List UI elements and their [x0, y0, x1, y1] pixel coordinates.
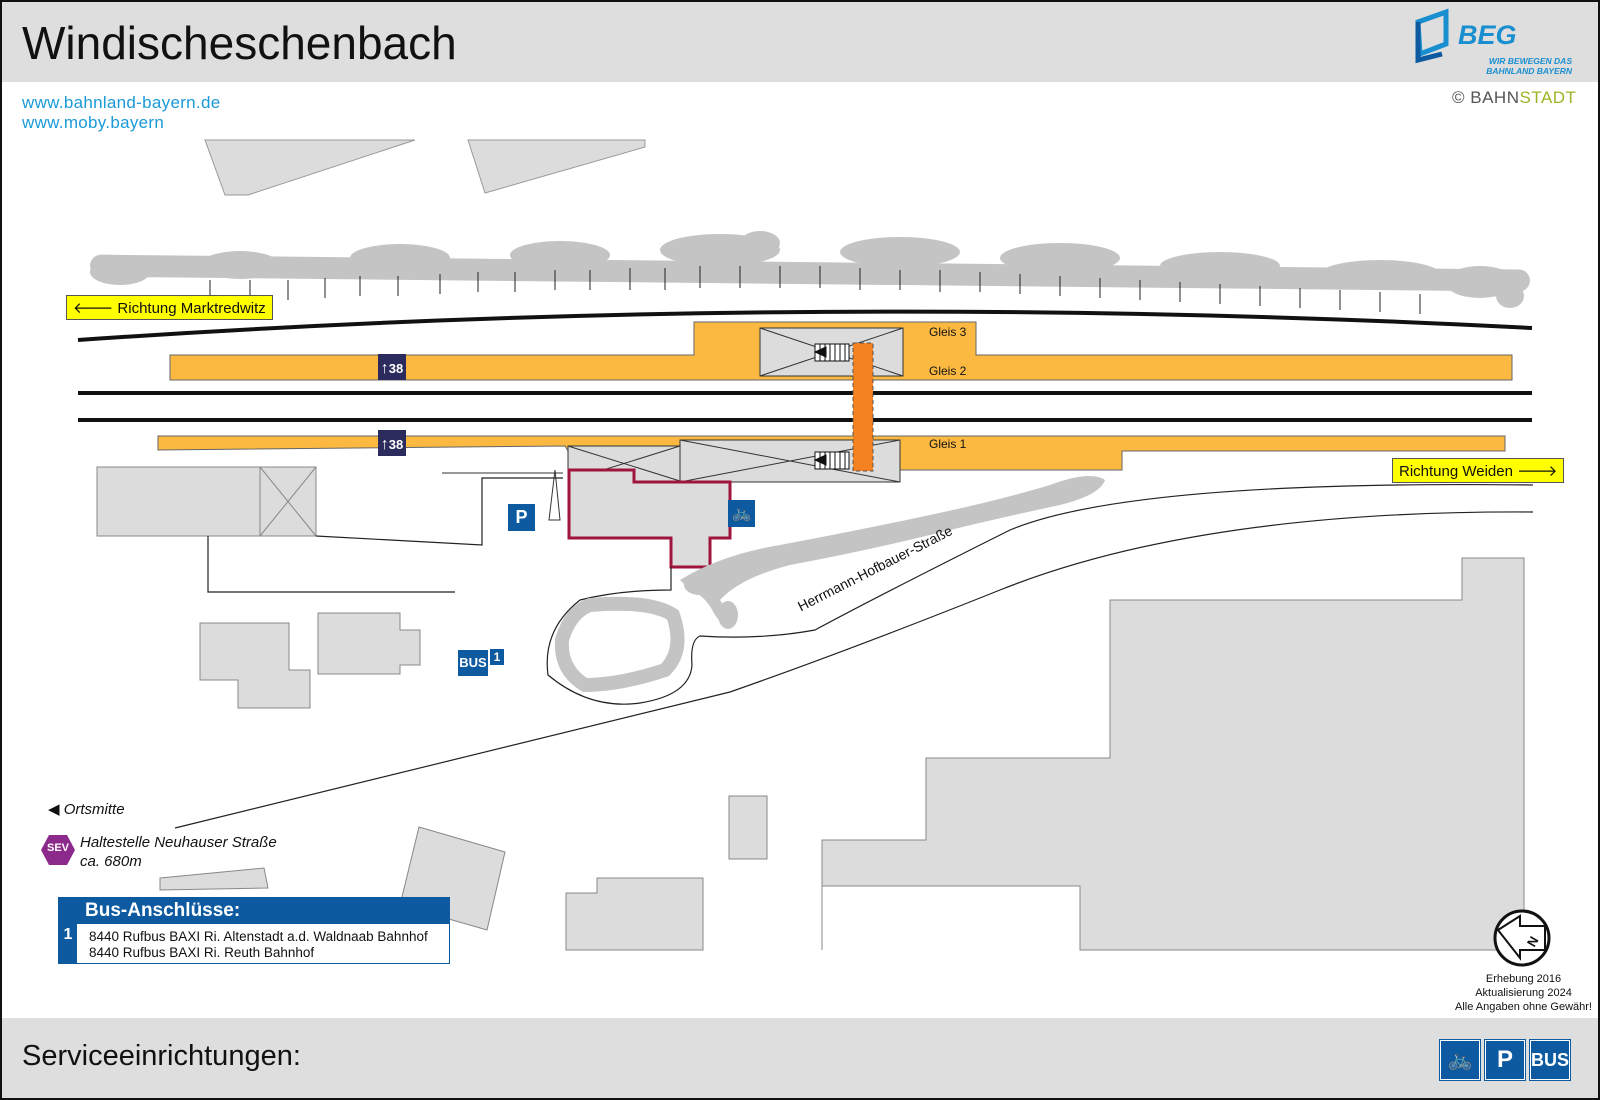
lift-label: 38: [388, 437, 404, 452]
beg-logo-icon: [1415, 8, 1449, 64]
sev-stop-name: Haltestelle Neuhauser Straße: [80, 834, 277, 851]
arrow-left-icon: ◀: [48, 801, 64, 818]
lift-label: 38: [388, 361, 404, 376]
update-year: Aktualisierung 2024: [1475, 987, 1572, 999]
header-bar: Windischeschenbach: [2, 2, 1598, 82]
bus-stop-icon: BUS: [458, 650, 488, 676]
direction-sign-east: Richtung Weiden 🡒: [1392, 458, 1565, 483]
service-bus-icon: BUS: [1530, 1040, 1570, 1080]
bike-icon: 🚲: [728, 500, 755, 527]
direction-sign-west: 🡐 Richtung Marktredwitz: [66, 295, 273, 320]
sev-badge-icon: [41, 835, 75, 865]
gleis-3-label: Gleis 3: [929, 325, 967, 339]
survey-year: Erhebung 2016: [1485, 973, 1562, 985]
arrow-up-icon: ↑: [380, 360, 389, 377]
sev-badge-label: SEV: [46, 842, 69, 854]
service-parking-icon: P: [1485, 1040, 1525, 1080]
tree-row-north: [90, 231, 1530, 308]
footer-bar: Serviceeinrichtungen:: [2, 1018, 1598, 1098]
credit-bahn: BAHN: [1470, 88, 1520, 107]
arrow-up-icon: ↑: [380, 436, 389, 453]
direction-town: ◀ Ortsmitte: [48, 800, 125, 818]
parking-icon: P: [508, 504, 535, 531]
arrow-left-icon: 🡐: [73, 300, 118, 317]
tree-row-east: [680, 476, 1105, 629]
survey-info: Erhebung 2016 Aktualisierung 2024 Alle A…: [1455, 972, 1592, 1014]
roads: [174, 477, 1534, 829]
bus-connections-stop-number: 1: [59, 924, 77, 963]
building: [467, 139, 646, 194]
beg-tagline: WIR BEWEGEN DAS BAHNLAND BAYERN: [1486, 56, 1572, 76]
ramp: [548, 469, 561, 521]
direction-town-label: Ortsmitte: [63, 801, 125, 818]
direction-west-label: Richtung Marktredwitz: [117, 300, 266, 317]
stairs-icon: [813, 343, 850, 470]
station-building: [567, 468, 732, 569]
link-bahnland-bayern[interactable]: www.bahnland-bayern.de: [22, 93, 221, 112]
bus-connections-panel: Bus-Anschlüsse: 1 8440 Rufbus BAXI Ri. A…: [58, 897, 450, 964]
lift-icon: ↑38: [378, 430, 406, 456]
bus-line: 8440 Rufbus BAXI Ri. Altenstadt a.d. Wal…: [89, 929, 428, 944]
bus-stop-number: 1: [490, 649, 504, 665]
bus-line: 8440 Rufbus BAXI Ri. Reuth Bahnhof: [89, 945, 315, 960]
sev-stop-distance: ca. 680m: [80, 853, 142, 870]
disclaimer: Alle Angaben ohne Gewähr!: [1455, 1001, 1592, 1013]
arrow-right-icon: 🡒: [1512, 463, 1558, 480]
compass-icon: [1493, 909, 1551, 967]
credit-stadt: STADT: [1519, 88, 1577, 107]
gleis-2-label: Gleis 2: [929, 364, 967, 378]
building: [204, 139, 416, 196]
gleis-1-label: Gleis 1: [929, 437, 967, 451]
direction-east-label: Richtung Weiden: [1399, 463, 1513, 480]
credit-bahnstadt: © BAHNSTADT: [1452, 88, 1576, 108]
services-label: Serviceeinrichtungen:: [22, 1040, 301, 1072]
track-gleis-3: [77, 309, 1533, 342]
page-title: Windischeschenbach: [22, 17, 457, 69]
service-bike-icon: 🚲: [1440, 1040, 1480, 1080]
credit-prefix: ©: [1452, 88, 1471, 107]
bus-connections-title: Bus-Anschlüsse:: [59, 898, 449, 924]
pedestrian-underpass: [852, 342, 874, 472]
link-moby-bayern[interactable]: www.moby.bayern: [22, 113, 165, 132]
beg-wordmark: BEG: [1458, 20, 1517, 50]
tree-ring: [554, 596, 685, 693]
buildings-west: [96, 466, 421, 709]
lift-icon: ↑38: [378, 354, 406, 380]
embankment-ticks: [209, 266, 1421, 314]
